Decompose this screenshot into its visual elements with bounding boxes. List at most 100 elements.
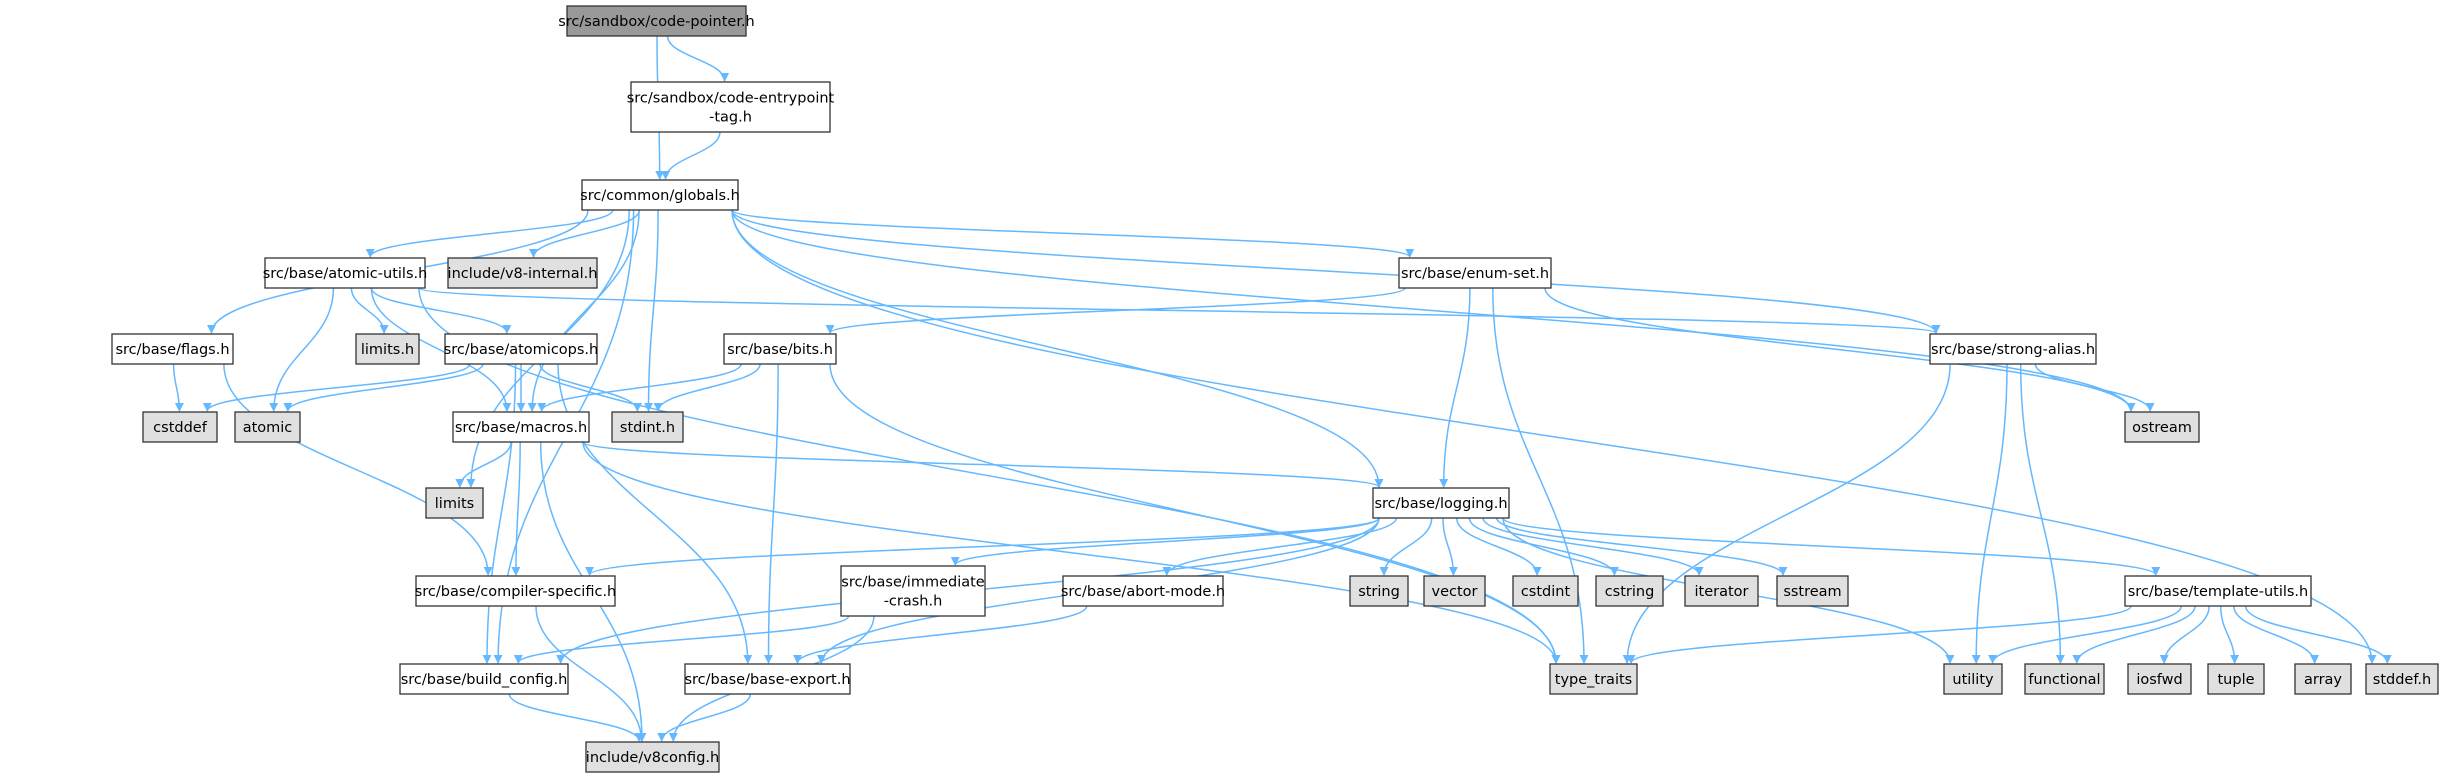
node-label: stddef.h — [2373, 672, 2431, 688]
node-box — [1684, 575, 1759, 607]
node-sstream: sstream — [1776, 575, 1849, 607]
node-functional: functional — [2024, 663, 2105, 695]
node-label: src/base/template-utils.h — [2128, 584, 2308, 600]
node-label: cstddef — [153, 420, 208, 436]
node-enum-set[interactable]: src/base/enum-set.h — [1398, 257, 1552, 289]
node-template-utils[interactable]: src/base/template-utils.h — [2124, 575, 2312, 607]
node-box — [630, 81, 831, 133]
node-vector: vector — [1423, 575, 1486, 607]
node-logging[interactable]: src/base/logging.h — [1372, 487, 1510, 519]
node-label: iosfwd — [2136, 672, 2182, 688]
edge-globals-to-enum_set — [731, 209, 1415, 258]
node-label: src/base/compiler-specific.h — [415, 584, 617, 600]
node-code-pointer[interactable]: src/sandbox/code-pointer.h — [558, 5, 755, 37]
node-label: sstream — [1783, 584, 1841, 600]
node-box — [1062, 575, 1224, 607]
node-box — [1349, 575, 1409, 607]
node-globals[interactable]: src/common/globals.h — [580, 179, 740, 211]
edge-atomic_utils-to-limits_h — [350, 287, 389, 334]
edge-atomic_utils-to-strong_alias — [418, 287, 1940, 334]
node-atomic: atomic — [234, 411, 301, 443]
node-box — [2207, 663, 2265, 695]
edge-logging-to-sstream — [1495, 517, 1788, 576]
edge-flags-to-cstddef — [172, 363, 184, 412]
node-label: stdint.h — [620, 420, 675, 436]
node-compiler-specific[interactable]: src/base/compiler-specific.h — [415, 575, 617, 607]
edge-build_config-to-v8config — [508, 693, 644, 742]
node-macros[interactable]: src/base/macros.h — [452, 411, 590, 443]
node-bits[interactable]: src/base/bits.h — [723, 333, 837, 365]
edge-enum_set-to-bits — [825, 287, 1406, 334]
node-box — [1398, 257, 1552, 289]
node-label: src/base/enum-set.h — [1401, 266, 1549, 282]
node-box — [1929, 333, 2097, 365]
edge-macros-to-compiler_specific — [511, 441, 521, 576]
node-box — [566, 5, 747, 37]
edge-logging-to-iterator — [1482, 517, 1704, 576]
node-box — [111, 333, 234, 365]
edge-compiler_specific-to-v8config — [535, 605, 646, 742]
edge-enum_set-to-ostream — [1544, 287, 2136, 412]
node-label: array — [2304, 672, 2342, 688]
node-box — [840, 565, 986, 617]
node-label: cstring — [1605, 584, 1655, 600]
edge-atomic_utils-to-atomic — [269, 287, 335, 412]
node-label: src/common/globals.h — [580, 188, 740, 204]
edge-template_utils-to-utility — [1988, 605, 2183, 664]
node-label: src/base/base-export.h — [684, 672, 850, 688]
node-abort-mode[interactable]: src/base/abort-mode.h — [1061, 575, 1225, 607]
edge-globals-to-strong_alias — [731, 209, 1941, 334]
node-limits-h: limits.h — [355, 333, 420, 365]
node-label: tuple — [2217, 672, 2254, 688]
node-atomicops[interactable]: src/base/atomicops.h — [444, 333, 599, 365]
edge-strong_alias-to-type_traits — [1622, 363, 1951, 664]
node-stdint-h: stdint.h — [611, 411, 684, 443]
node-limits: limits — [425, 487, 484, 519]
node-cstddef: cstddef — [142, 411, 218, 443]
edge-logging-to-immediate_crash — [950, 517, 1380, 566]
dependency-edges — [172, 35, 2392, 742]
node-box — [2127, 663, 2192, 695]
node-label: -tag.h — [709, 110, 752, 126]
edge-atomic_utils-to-atomicops — [370, 287, 512, 334]
node-label: -crash.h — [884, 594, 943, 610]
node-box — [2124, 575, 2312, 607]
node-label: ostream — [2132, 420, 2192, 436]
edge-strong_alias-to-utility — [1971, 363, 2008, 664]
node-box — [1549, 663, 1638, 695]
node-label: include/v8config.h — [586, 750, 719, 766]
node-box — [611, 411, 684, 443]
edge-strong_alias-to-functional — [2019, 363, 2065, 664]
node-immediate-crash[interactable]: src/base/immediate -crash.h — [840, 565, 986, 617]
node-label: src/base/logging.h — [1374, 496, 1507, 512]
edge-abort_mode-to-base_export — [793, 605, 1088, 664]
node-label: limits.h — [361, 342, 414, 358]
edge-globals-to-logging — [731, 209, 1384, 488]
node-tuple: tuple — [2207, 663, 2265, 695]
node-v8-internal: include/v8-internal.h — [447, 257, 598, 289]
node-label: cstdint — [1521, 584, 1571, 600]
node-type-traits: type_traits — [1549, 663, 1638, 695]
edge-enum_set-to-type_traits — [1492, 287, 1589, 664]
node-label: src/base/build_config.h — [401, 672, 568, 688]
edge-template_utils-to-stddef_h — [2244, 605, 2392, 664]
node-box — [723, 333, 837, 365]
edge-strong_alias-to-ostream — [2034, 363, 2155, 412]
node-strong-alias[interactable]: src/base/strong-alias.h — [1929, 333, 2097, 365]
node-code-entrypoint-tag[interactable]: src/sandbox/code-entrypoint-tag.h — [627, 81, 835, 133]
edge-code_pointer-to-code_entrypoint_tag — [666, 35, 730, 82]
node-label: iterator — [1695, 584, 1749, 600]
node-label: src/base/immediate — [841, 575, 985, 591]
edge-bits-to-stdint_h — [653, 363, 761, 412]
edge-logging-to-compiler_specific — [585, 517, 1380, 576]
edge-logging-to-vector — [1442, 517, 1458, 576]
edge-logging-to-cstdint — [1455, 517, 1542, 576]
node-flags[interactable]: src/base/flags.h — [111, 333, 234, 365]
node-atomic-utils[interactable]: src/base/atomic-utils.h — [263, 257, 428, 289]
edge-bits-to-base_export — [764, 363, 779, 664]
node-box — [415, 575, 616, 607]
node-base-export[interactable]: src/base/base-export.h — [684, 663, 851, 695]
node-build-config[interactable]: src/base/build_config.h — [399, 663, 569, 695]
node-box — [1372, 487, 1510, 519]
